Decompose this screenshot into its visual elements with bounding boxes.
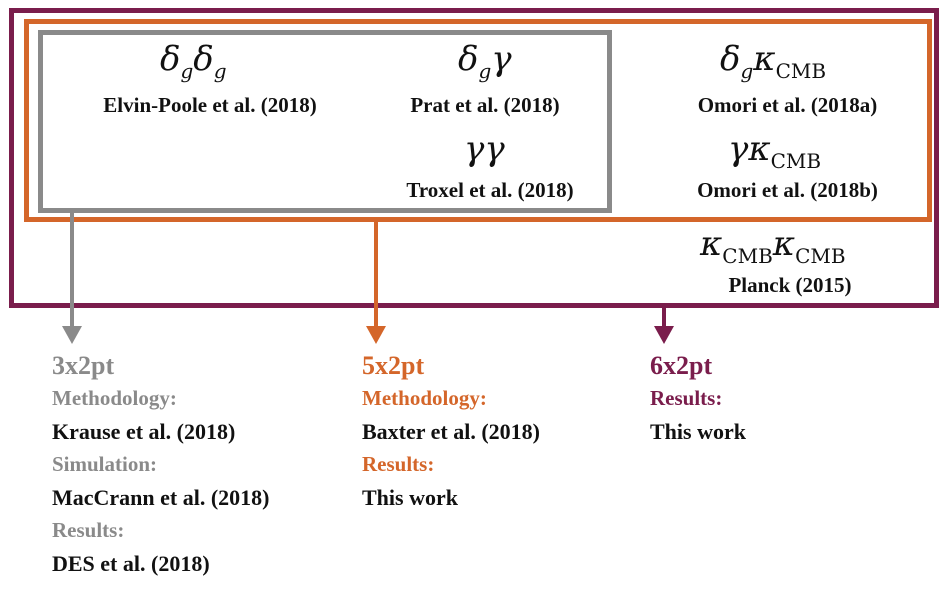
- arrow-5x2pt: [366, 222, 386, 344]
- arrow-3x2pt: [62, 213, 82, 344]
- outer-box-6x2pt: [9, 8, 939, 308]
- column-5x2pt: 5x2pt Methodology: Baxter et al. (2018) …: [362, 350, 540, 514]
- label-results: Results:: [650, 386, 723, 410]
- title-6x2pt: 6x2pt: [650, 351, 713, 380]
- results-this-work: This work: [650, 419, 746, 444]
- label-simulation: Simulation:: [52, 452, 158, 476]
- label-methodology: Methodology:: [52, 386, 177, 410]
- ref-des: DES et al. (2018): [52, 551, 210, 576]
- label-methodology: Methodology:: [362, 386, 487, 410]
- ref-maccrann: MacCrann et al. (2018): [52, 485, 270, 510]
- symbol-dgg: δgγ: [458, 39, 512, 83]
- symbol-gg: γγ: [464, 129, 505, 169]
- results-this-work: This work: [362, 485, 458, 510]
- column-6x2pt: 6x2pt Results: This work: [650, 350, 746, 448]
- ref-elvin-poole: Elvin-Poole et al. (2018): [103, 93, 317, 117]
- label-results: Results:: [362, 452, 435, 476]
- symbol-kk: κCMBκCMB: [700, 224, 846, 268]
- symbol-dgdg: δgδg: [160, 39, 227, 83]
- symbol-gk: γκCMB: [728, 129, 822, 173]
- label-results: Results:: [52, 518, 125, 542]
- ref-planck: Planck (2015): [728, 273, 852, 297]
- column-3x2pt: 3x2pt Methodology: Krause et al. (2018) …: [52, 350, 270, 580]
- symbol-dgk: δgκCMB: [720, 39, 827, 83]
- ref-krause: Krause et al. (2018): [52, 419, 236, 444]
- arrow-6x2pt: [654, 308, 674, 344]
- inner-box-3x2pt: [38, 30, 612, 213]
- title-5x2pt: 5x2pt: [362, 351, 425, 380]
- ref-troxel: Troxel et al. (2018): [406, 178, 574, 202]
- title-3x2pt: 3x2pt: [52, 351, 115, 380]
- ref-omori-b: Omori et al. (2018b): [697, 178, 878, 202]
- ref-prat: Prat et al. (2018): [410, 93, 560, 117]
- middle-box-5x2pt: [24, 19, 932, 222]
- ref-omori-a: Omori et al. (2018a): [697, 93, 878, 117]
- ref-baxter: Baxter et al. (2018): [362, 419, 540, 444]
